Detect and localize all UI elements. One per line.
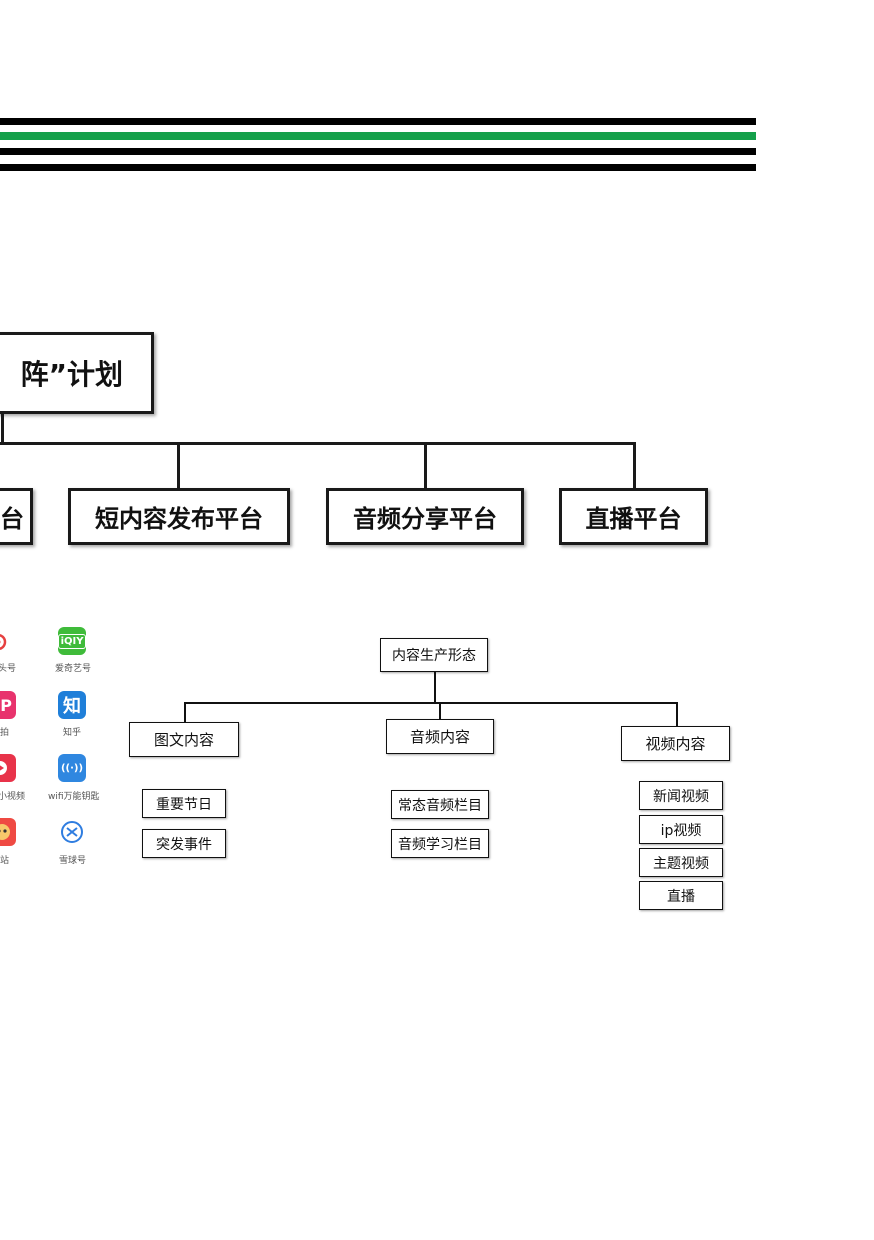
platform-box-short-content: 短内容发布平台 xyxy=(68,488,290,545)
leaf-label: 新闻视频 xyxy=(653,788,709,805)
video-icon xyxy=(0,754,16,782)
platform-label: 台 xyxy=(0,505,24,533)
leaf-label: 主题视频 xyxy=(653,855,709,872)
header-stripe-black-3 xyxy=(0,164,756,171)
title-connector xyxy=(1,412,4,444)
leaf-box: 直播 xyxy=(639,881,723,910)
pp-glyph: P xyxy=(0,695,12,715)
header-stripe-green xyxy=(0,132,756,140)
leaf-box: 常态音频栏目 xyxy=(391,790,489,819)
header-stripe-black-1 xyxy=(0,118,756,125)
iqiyi-glyph: iQIY xyxy=(58,633,86,649)
tree-bus-line xyxy=(184,702,677,704)
app-label: 头号 xyxy=(0,664,17,674)
leaf-box: ip视频 xyxy=(639,815,723,844)
zhihu-glyph: 知 xyxy=(63,696,81,717)
tree-connector-audio xyxy=(439,702,441,720)
xueqiu-icon xyxy=(58,818,86,846)
leaf-label: 重要节日 xyxy=(156,796,212,813)
leaf-box: 音频学习栏目 xyxy=(391,829,489,858)
tree-connector-text xyxy=(184,702,186,723)
app-label: 拍 xyxy=(0,728,10,738)
connector-short-content xyxy=(177,444,180,490)
bilibili-icon xyxy=(0,818,16,846)
leaf-box: 突发事件 xyxy=(142,829,226,858)
platform-label: 直播平台 xyxy=(585,505,682,533)
connector-live xyxy=(633,444,636,490)
plan-title-text: 阵”计划 xyxy=(20,358,123,391)
branch-label: 视频内容 xyxy=(645,735,706,753)
branch-box-video: 视频内容 xyxy=(621,726,730,761)
branch-label: 图文内容 xyxy=(153,731,214,749)
app-label: 知乎 xyxy=(63,728,82,738)
tree-root-label: 内容生产形态 xyxy=(392,648,476,664)
leaf-box: 主题视频 xyxy=(639,848,723,877)
leaf-box: 重要节日 xyxy=(142,789,226,818)
leaf-label: ip视频 xyxy=(660,822,702,839)
tree-connector-video xyxy=(676,702,678,727)
app-label: 小视频 xyxy=(0,792,26,802)
wifi-glyph: ((·)) xyxy=(60,762,84,774)
connector-audio xyxy=(424,444,427,490)
tree-root-box: 内容生产形态 xyxy=(380,638,488,672)
branch-box-audio: 音频内容 xyxy=(386,719,494,754)
platform-box-live: 直播平台 xyxy=(559,488,708,545)
pp-icon: P xyxy=(0,691,16,719)
platform-label: 音频分享平台 xyxy=(353,505,497,533)
wifi-key-icon: ((·)) xyxy=(58,754,86,782)
app-label: wifi万能钥匙 xyxy=(48,792,100,802)
plan-title-box: 阵”计划 xyxy=(0,332,154,414)
header-stripe-black-2 xyxy=(0,148,756,155)
platform-bus-line xyxy=(0,442,636,445)
leaf-label: 直播 xyxy=(667,888,695,905)
leaf-label: 突发事件 xyxy=(156,836,212,853)
platform-label: 短内容发布平台 xyxy=(95,505,263,533)
leaf-label: 常态音频栏目 xyxy=(398,797,482,814)
app-label: 雪球号 xyxy=(59,856,87,866)
tree-root-connector xyxy=(434,672,436,703)
leaf-box: 新闻视频 xyxy=(639,781,723,810)
zhihu-icon: 知 xyxy=(58,691,86,719)
branch-label: 音频内容 xyxy=(409,728,470,746)
weibo-icon xyxy=(0,628,16,656)
platform-box-partial: 台 xyxy=(0,488,33,545)
iqiyi-icon: iQIY xyxy=(58,627,86,655)
platform-box-audio: 音频分享平台 xyxy=(326,488,524,545)
leaf-label: 音频学习栏目 xyxy=(398,836,482,853)
app-label: 站 xyxy=(0,856,10,866)
branch-box-text: 图文内容 xyxy=(129,722,239,757)
app-label: 爱奇艺号 xyxy=(55,664,92,674)
